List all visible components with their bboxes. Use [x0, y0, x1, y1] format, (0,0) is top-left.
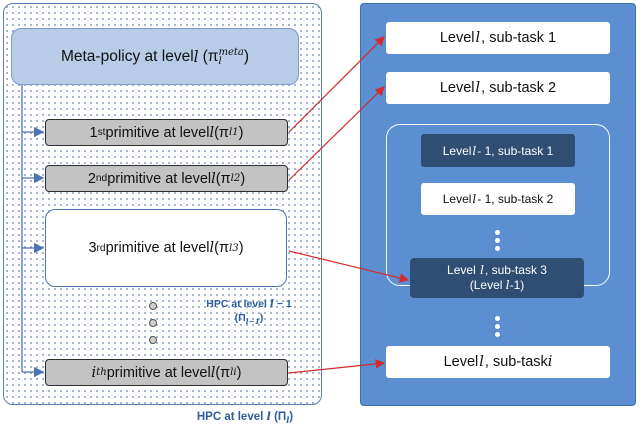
- task-3-box: Level l, sub-task 3 (Level l-1): [410, 258, 584, 298]
- meta-policy-sup: meta: [218, 46, 244, 58]
- task-1-suffix: , sub-task 1: [481, 30, 557, 46]
- ellipsis-dot-upper-2: [495, 238, 500, 243]
- ellipsis-dot-upper-3: [495, 246, 500, 251]
- subtask-1-prefix: Level: [442, 143, 472, 158]
- primitive-3-paren-close: ): [238, 240, 244, 256]
- subtask-2-suffix: - 1, sub-task 2: [477, 192, 554, 206]
- outer-hpc-label-pi: (Π: [270, 411, 287, 423]
- inner-hpc-label: HPC at level l − 1 (Πl−1): [186, 297, 312, 329]
- primitive-2-paren-close: ): [240, 170, 246, 187]
- ellipsis-dot-lower-1: [495, 316, 500, 321]
- task-1-prefix: Level: [439, 30, 475, 46]
- primitive-i-ordinal: i: [91, 364, 97, 381]
- inner-hpc-label-sub: l−1: [245, 317, 260, 327]
- primitive-i-pi: (π: [215, 364, 231, 381]
- inner-hpc-label-close: ): [259, 312, 264, 324]
- outer-hpc-label-sub: l: [286, 415, 290, 426]
- primitive-1-sub: l1: [228, 127, 239, 138]
- meta-policy-pi: (π: [202, 47, 219, 65]
- task-3-level-var: l: [505, 278, 510, 292]
- primitive-i-sub: li: [230, 367, 237, 378]
- task-i-box: Level l, sub-task i: [386, 346, 610, 378]
- primitive-i-paren-close: ): [236, 364, 242, 381]
- primitive-1-suffix: st: [97, 127, 106, 138]
- inner-hpc-label-pi: (Π: [234, 312, 246, 324]
- outer-hpc-label-close: ): [289, 411, 294, 423]
- primitive-3-suffix: rd: [96, 242, 106, 254]
- primitive-2-var: l: [211, 170, 216, 187]
- task-3-var: l: [480, 263, 484, 277]
- outer-hpc-label-text: HPC at level: [196, 411, 267, 423]
- task-2-box: Level l, sub-task 2: [386, 72, 610, 104]
- primitive-3-ordinal: 3: [88, 240, 97, 256]
- task-i-index: i: [547, 354, 553, 370]
- primitive-3-pi: (π: [214, 240, 229, 256]
- task-i-var: l: [479, 354, 484, 370]
- meta-policy-label: Meta-policy at level: [60, 47, 194, 65]
- primitive-2-sub: l2: [230, 173, 241, 184]
- subtask-2-box: Level l - 1, sub-task 2: [421, 183, 575, 215]
- task-3-level-open: (Level: [469, 278, 506, 292]
- primitive-1-var: l: [209, 124, 215, 141]
- inner-hpc-label-var: l: [269, 298, 274, 310]
- subtask-1-suffix: - 1, sub-task 1: [477, 143, 554, 158]
- subtask-2-prefix: Level: [442, 192, 472, 206]
- primitive-3-label: primitive at level: [105, 240, 210, 256]
- subtask-1-box: Level l - 1, sub-task 1: [421, 134, 575, 167]
- ellipsis-dot-3: [149, 336, 157, 344]
- ellipsis-dot-upper-1: [495, 230, 500, 235]
- primitive-2-ordinal: 2: [87, 170, 96, 187]
- primitive-1-ordinal: 1: [89, 124, 98, 141]
- outer-hpc-label: HPC at level l (Πl): [150, 409, 340, 428]
- primitive-i-label: primitive at level: [106, 364, 211, 381]
- primitive-2-label: primitive at level: [107, 170, 212, 187]
- meta-policy-sub: l: [218, 55, 222, 67]
- task-i-suffix: , sub-task: [484, 354, 548, 370]
- ellipsis-dot-2: [149, 319, 157, 327]
- task-1-box: Level l, sub-task 1: [386, 22, 610, 54]
- ellipsis-dot-lower-2: [495, 324, 500, 329]
- primitive-i-suffix: th: [96, 367, 107, 378]
- primitive-2-suffix: nd: [95, 173, 108, 184]
- task-1-var: l: [475, 30, 481, 46]
- task-3-level-close: -1): [509, 278, 525, 292]
- task-2-var: l: [475, 80, 481, 96]
- task-3-prefix: Level: [447, 263, 480, 277]
- primitive-i-var: l: [210, 364, 216, 381]
- ellipsis-dot-lower-3: [495, 332, 500, 337]
- subtask-1-var: l: [472, 143, 477, 158]
- task-2-suffix: , sub-task 2: [481, 80, 557, 96]
- primitive-2-pi: (π: [215, 170, 231, 187]
- primitive-1-label: primitive at level: [105, 124, 210, 141]
- outer-hpc-label-var: l: [266, 409, 271, 423]
- meta-policy-paren-close: ): [243, 47, 250, 65]
- primitive-1-paren-close: ): [238, 124, 244, 141]
- subtask-2-var: l: [472, 192, 477, 206]
- primitive-3-sub: l3: [229, 242, 239, 254]
- inner-hpc-label-text: HPC at level: [206, 298, 270, 310]
- task-3-suffix: , sub-task 3: [484, 263, 547, 277]
- ellipsis-dot-1: [149, 302, 157, 310]
- primitive-1-pi: (π: [214, 124, 229, 141]
- meta-policy-level-var: l: [193, 47, 199, 66]
- inner-hpc-label-minus: − 1: [273, 298, 292, 310]
- task-i-prefix: Level: [443, 354, 479, 370]
- primitive-3-var: l: [209, 240, 215, 256]
- task-2-prefix: Level: [439, 80, 475, 96]
